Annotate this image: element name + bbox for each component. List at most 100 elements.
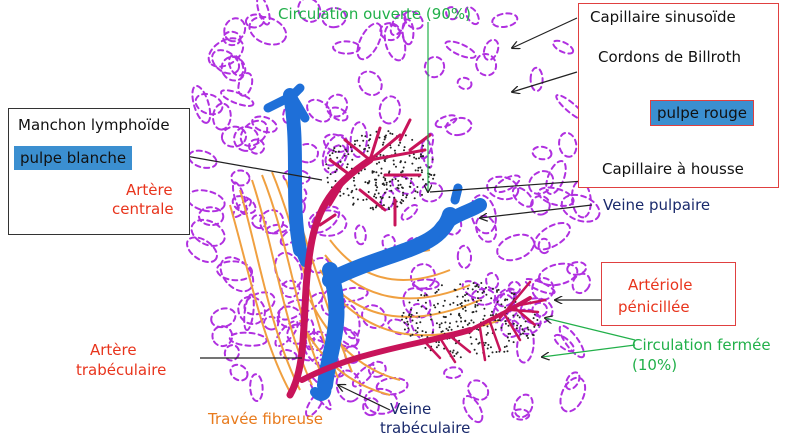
lymphocyte-dot — [436, 302, 439, 305]
lymphocyte-dot — [504, 320, 507, 323]
lymphocyte-dot — [508, 339, 510, 342]
sinusoid-ring — [239, 119, 269, 147]
lymphocyte-dot — [434, 306, 437, 309]
sinusoid-ring — [222, 30, 242, 47]
lymphocyte-dot — [402, 166, 405, 169]
sinusoid-ring — [363, 387, 399, 415]
lymphocyte-dot — [469, 336, 472, 339]
sinusoid-ring — [197, 206, 225, 227]
sinusoid-ring — [243, 293, 255, 332]
sinusoid-ring — [207, 37, 245, 68]
lymphocyte-dot — [489, 346, 492, 349]
lymphocyte-dot — [402, 194, 404, 197]
lymphocyte-dot — [435, 346, 438, 349]
sinusoid-ring — [191, 84, 212, 124]
sinusoid-ring — [211, 325, 234, 348]
lymphocyte-dot — [428, 173, 431, 176]
lymphocyte-dot — [421, 330, 424, 333]
lymphocyte-dot — [424, 346, 427, 349]
lymphocyte-dot — [485, 293, 488, 296]
lymphocyte-dot — [500, 303, 503, 306]
lymphocyte-dot — [382, 204, 385, 207]
lymphocyte-dot — [523, 330, 526, 333]
label-travee-fibreuse: Travée fibreuse — [208, 410, 324, 428]
lymphocyte-dot — [486, 347, 489, 350]
lymphocyte-dot — [532, 334, 535, 337]
lymphocyte-dot — [379, 153, 382, 156]
sinusoid-ring — [560, 193, 601, 223]
lymphocyte-dot — [424, 183, 427, 185]
sinusoid-ring — [537, 186, 575, 207]
lymphocyte-dot — [425, 307, 428, 310]
lymphocyte-dot — [391, 178, 394, 181]
lymphocyte-dot — [417, 166, 420, 169]
lymphocyte-dot — [417, 299, 420, 302]
sinusoid-ring — [553, 333, 575, 353]
lymphocyte-dot — [367, 144, 370, 147]
lymphocyte-dot — [408, 314, 411, 317]
sinusoid-ring — [215, 260, 254, 282]
lymphocyte-dot — [403, 146, 406, 149]
lymphocyte-dot — [411, 333, 414, 336]
lymphocyte-dot — [480, 282, 483, 284]
lymphocyte-dot — [460, 304, 463, 307]
lymphocyte-dot — [411, 162, 414, 165]
lymphocyte-dot — [419, 166, 422, 169]
lymphocyte-dot — [496, 301, 499, 303]
lymphocyte-dot — [415, 157, 418, 160]
lymphocyte-dot — [438, 311, 441, 313]
sinusoid-ring — [248, 16, 288, 46]
lymphocyte-dot — [402, 311, 405, 314]
lymphocyte-dot — [505, 345, 508, 348]
capillaire-housse-box — [600, 158, 777, 184]
lymphocyte-dot — [362, 199, 365, 201]
lymphocyte-dot — [440, 284, 443, 287]
lymphocyte-dot — [327, 167, 330, 170]
sinusoid-pattern — [186, 0, 601, 424]
lymphocyte-dot — [464, 294, 467, 297]
label-veine-trabeculaire-2: trabéculaire — [380, 419, 471, 437]
lymphocyte-dot — [418, 315, 421, 318]
sinusoid-ring — [513, 393, 534, 419]
sinusoid-ring — [237, 295, 266, 326]
sinusoid-ring — [529, 66, 544, 92]
sinusoid-ring — [328, 106, 349, 122]
lymphocyte-dot — [401, 314, 404, 317]
lymphocyte-dot — [422, 178, 424, 181]
lymphocyte-dot — [401, 170, 404, 172]
sinusoid-ring — [362, 397, 380, 417]
lymphocyte-dot — [461, 326, 464, 329]
sinusoid-ring — [228, 331, 268, 347]
lymphocyte-dot — [504, 299, 506, 302]
lymphocyte-dot — [344, 148, 347, 151]
lymphocyte-dot — [404, 161, 407, 164]
label-veine-trabeculaire-1: Veine — [390, 400, 432, 418]
lymphocyte-dot — [483, 314, 486, 317]
lymphocyte-dot — [423, 294, 426, 297]
sinusoid-ring — [354, 224, 367, 246]
lymphocyte-dot — [413, 197, 416, 200]
lymphocyte-dot — [449, 303, 452, 306]
lymphocyte-dot — [380, 172, 383, 175]
sinusoid-ring — [486, 175, 520, 201]
lymphocyte-dot — [452, 349, 455, 352]
lymphocyte-dot — [452, 301, 455, 304]
lymphocyte-dot — [400, 198, 403, 201]
lymphocyte-dot — [491, 314, 494, 317]
lymphocyte-dot — [363, 168, 366, 171]
lymphocyte-dot — [425, 293, 428, 296]
lymphocyte-dot — [352, 203, 355, 206]
sinusoid-ring — [321, 6, 347, 29]
lymphocyte-dot — [444, 321, 447, 324]
lymphocyte-dot — [519, 324, 522, 327]
lymphocyte-dot — [414, 190, 417, 193]
lymphocyte-dot — [346, 163, 349, 166]
lymphocyte-dot — [472, 282, 475, 285]
lymphocyte-dot — [407, 323, 410, 326]
lymphocyte-dot — [345, 166, 348, 169]
lymphocyte-dot — [460, 320, 463, 323]
lymphocyte-dot — [533, 313, 536, 316]
lymphocyte-dot — [353, 143, 356, 146]
lymphocyte-dot — [435, 322, 438, 325]
